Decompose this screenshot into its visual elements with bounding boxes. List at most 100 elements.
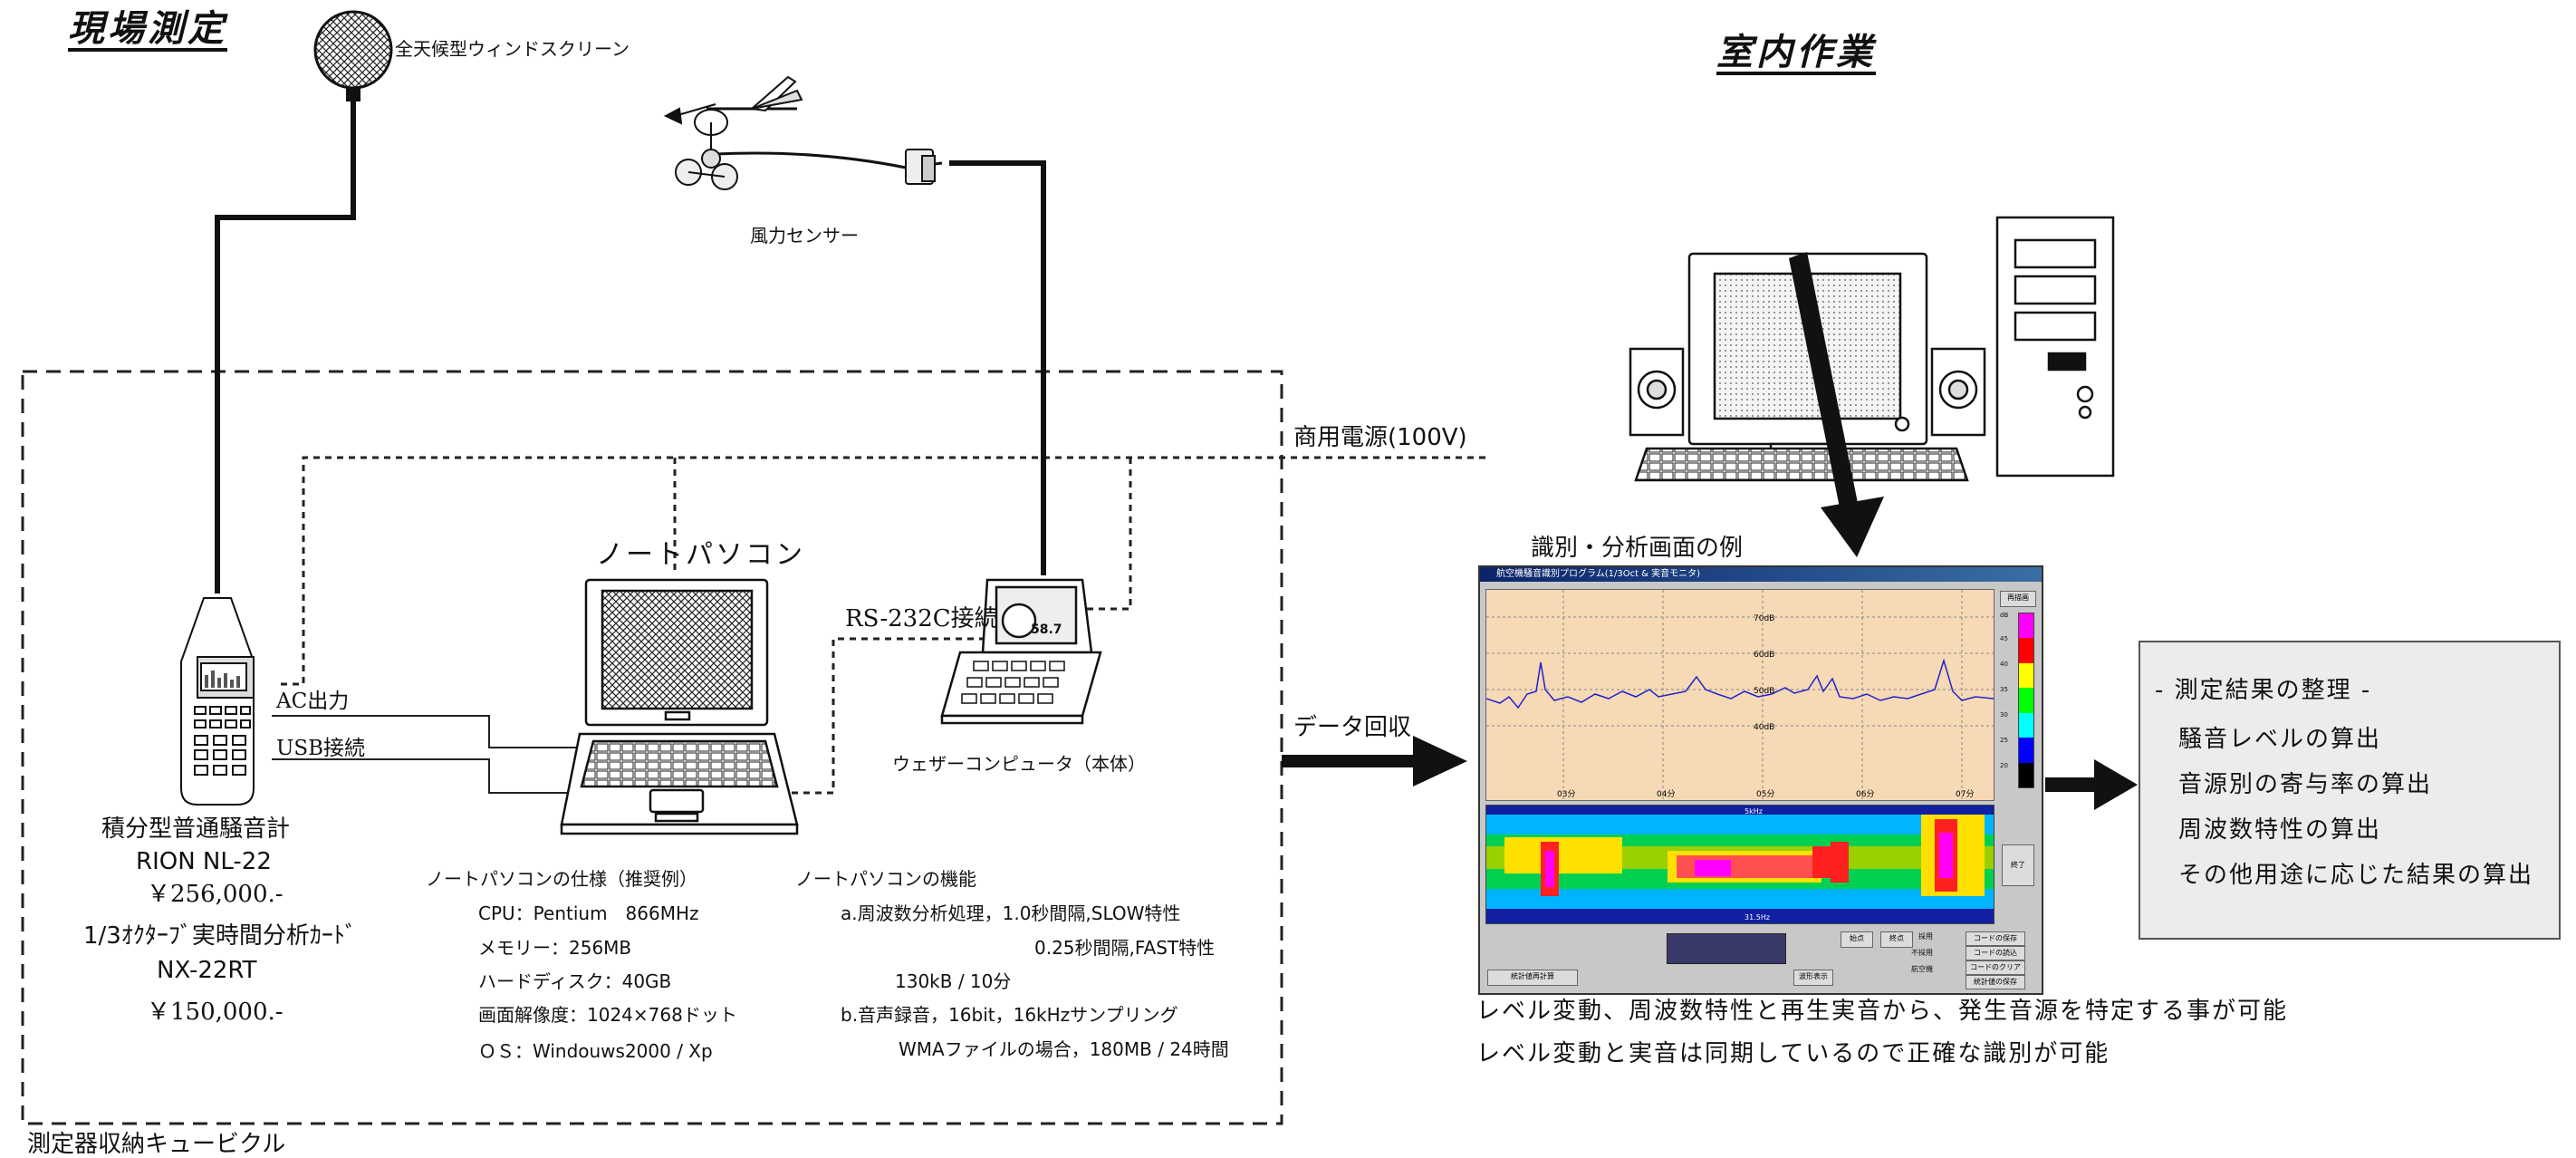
screen-title-bar: 航空機騒音識別プログラム(1/3Oct & 実音モニタ): [1480, 567, 2042, 582]
meter-name: 積分型普通騒音計: [101, 815, 291, 843]
functions-title: ノートパソコンの機能: [795, 868, 976, 890]
level-tick-60: 60dB: [1754, 651, 1774, 660]
colorbar-label-20: 20: [2000, 762, 2008, 769]
colorbar-label-30: 30: [2000, 711, 2008, 719]
spec-resolution: 画面解像度：1024×768ドット: [478, 1004, 737, 1026]
time-tick-05: 05分: [1756, 789, 1774, 799]
freq-bottom-label: 31.5Hz: [1745, 913, 1770, 922]
result-item-1: 騒音レベルの算出: [2178, 726, 2382, 753]
level-trace-svg: 70dB 60dB 50dB 40dB 03分 04分 05分 06分 07分: [1485, 590, 1994, 800]
end-point-button[interactable]: 終点: [1880, 931, 1913, 948]
windscreen-icon: [313, 10, 393, 101]
signal-wires: [272, 715, 589, 794]
stats-recalc-button[interactable]: 統計値再計算: [1487, 970, 1578, 986]
caption-2: レベル変動と実音は同期しているので正確な識別が可能: [1476, 1040, 2110, 1067]
code-save-button[interactable]: コードの保存: [1966, 931, 2025, 946]
spec-disk: ハードディスク：40GB: [478, 970, 672, 992]
aircraft-label: 航空機: [1911, 965, 1933, 973]
meter-model: RION NL-22: [136, 848, 272, 875]
results-box: - 測定結果の整理 - 騒音レベルの算出 音源別の寄与率の算出 周波数特性の算出…: [2139, 641, 2561, 940]
time-tick-07: 07分: [1956, 789, 1974, 799]
windscreen-label: 全天候型ウィンドスクリーン: [395, 38, 630, 60]
colorbar-label-45: 45: [2000, 635, 2008, 642]
colorbar-label-db: dB: [2000, 612, 2009, 619]
spec-cpu: CPU：Pentium 866MHz: [478, 902, 699, 924]
specs-title: ノートパソコンの仕様（推奨例）: [426, 868, 697, 890]
colorbar-band: [2019, 638, 2033, 663]
colorbar-label-25: 25: [2000, 737, 2008, 744]
meter-price: ￥256,000.-: [147, 881, 284, 908]
card-model: NX-22RT: [157, 957, 257, 984]
audio-player[interactable]: [1667, 933, 1786, 964]
level-tick-50: 50dB: [1754, 687, 1774, 696]
level-tick-70: 70dB: [1754, 614, 1774, 623]
control-panel: 統計値再計算 波形表示 始点 終点 採用 不採用 航空機 コードの保存 コードの…: [1485, 930, 2029, 989]
data-collection-label: データ回収: [1293, 714, 1412, 741]
results-title: - 測定結果の整理 -: [2155, 677, 2372, 704]
arrow-desktop-to-screen: [1789, 252, 1884, 557]
card-name: 1/3ｵｸﾀｰﾌﾞ実時間分析ｶｰﾄﾞ: [83, 922, 357, 950]
colorbar-band: [2019, 738, 2033, 763]
analysis-screen-example: 航空機騒音識別プログラム(1/3Oct & 実音モニタ) 70dB 60dB 5…: [1478, 565, 2043, 995]
card-price: ￥150,000.-: [147, 999, 284, 1026]
spectrogram-svg: 5kHz 31.5Hz: [1486, 806, 1994, 923]
colorbar-band: [2019, 762, 2033, 787]
redraw-button[interactable]: 再描画: [2000, 591, 2036, 607]
power-lines: [276, 456, 1485, 795]
level-tick-40: 40dB: [1754, 723, 1774, 732]
end-button[interactable]: 終了: [2002, 844, 2034, 886]
arrow-data-collection: [1282, 736, 1467, 786]
wind-sensor-icon: [663, 75, 943, 190]
colorbar-band: [2019, 613, 2033, 639]
ac-output-label: AC出力: [276, 690, 350, 713]
spec-memory: メモリー：256MB: [478, 937, 632, 959]
colorbar-label-40: 40: [2000, 661, 2008, 668]
weather-computer-label: ウェザーコンピュータ（本体）: [892, 753, 1146, 775]
stats-save-button[interactable]: 統計値の保存: [1966, 975, 2025, 989]
colorbar: [2018, 613, 2034, 788]
result-item-2: 音源別の寄与率の算出: [2178, 771, 2433, 798]
weather-display-value: 58.7: [1031, 622, 1062, 637]
range-display-button[interactable]: 波形表示: [1793, 970, 1833, 986]
office-heading: 室内作業: [1716, 32, 1876, 73]
freq-top-label: 5kHz: [1745, 807, 1763, 815]
time-tick-03: 03分: [1557, 789, 1575, 799]
field-heading: 現場測定: [68, 8, 227, 50]
side-panel: 再描画 dB 45 40 35 30 25 20 終了: [1998, 589, 2038, 924]
notebook-label: ノートパソコン: [596, 539, 805, 571]
usb-label: USB接続: [276, 737, 366, 760]
colorbar-label-35: 35: [2000, 686, 2008, 693]
power-label: 商用電源(100V): [1293, 424, 1467, 451]
sound-level-meter-icon: [180, 597, 255, 806]
time-tick-04: 04分: [1657, 789, 1675, 799]
rs232c-label: RS-232C接続: [845, 605, 998, 632]
level-graph: 70dB 60dB 50dB 40dB 03分 04分 05分 06分 07分: [1485, 589, 1994, 801]
reject-label: 不採用: [1911, 949, 1933, 957]
function-b1: b.音声録音，16bit，16kHzサンプリング: [841, 1004, 1178, 1026]
cubicle-label: 測定器収納キュービクル: [27, 1131, 286, 1158]
spec-os: ＯＳ：Windouws2000 / Xp: [478, 1040, 713, 1062]
function-a2: 0.25秒間隔,FAST特性: [1034, 937, 1216, 959]
colorbar-band: [2019, 688, 2033, 713]
weather-computer-icon: [940, 578, 1102, 725]
code-clear-button[interactable]: コードのクリア: [1966, 960, 2025, 975]
function-a1: a.周波数分析処理，1.0秒間隔,SLOW特性: [841, 902, 1181, 924]
spectrogram: 5kHz 31.5Hz: [1485, 805, 1994, 924]
colorbar-band: [2019, 712, 2033, 738]
result-item-3: 周波数特性の算出: [2178, 816, 2382, 844]
desktop-pc-icon: [1629, 216, 2115, 482]
time-tick-06: 06分: [1856, 789, 1874, 799]
screen-example-label: 識別・分析画面の例: [1531, 535, 1744, 562]
colorbar-band: [2019, 662, 2033, 689]
notebook-pc-icon: [560, 578, 799, 835]
arrow-to-results: [2045, 759, 2138, 810]
result-item-4: その他用途に応じた結果の算出: [2178, 862, 2534, 889]
code-read-button[interactable]: コードの読込: [1966, 946, 2025, 960]
caption-1: レベル変動、周波数特性と再生実音から、発生音源を特定する事が可能: [1476, 998, 2289, 1025]
function-a3: 130kB / 10分: [895, 970, 1012, 992]
start-point-button[interactable]: 始点: [1841, 931, 1873, 948]
cubicle-boundary: [21, 370, 1283, 1125]
wind-sensor-label: 風力センサー: [750, 225, 859, 246]
cables: [215, 95, 1046, 593]
